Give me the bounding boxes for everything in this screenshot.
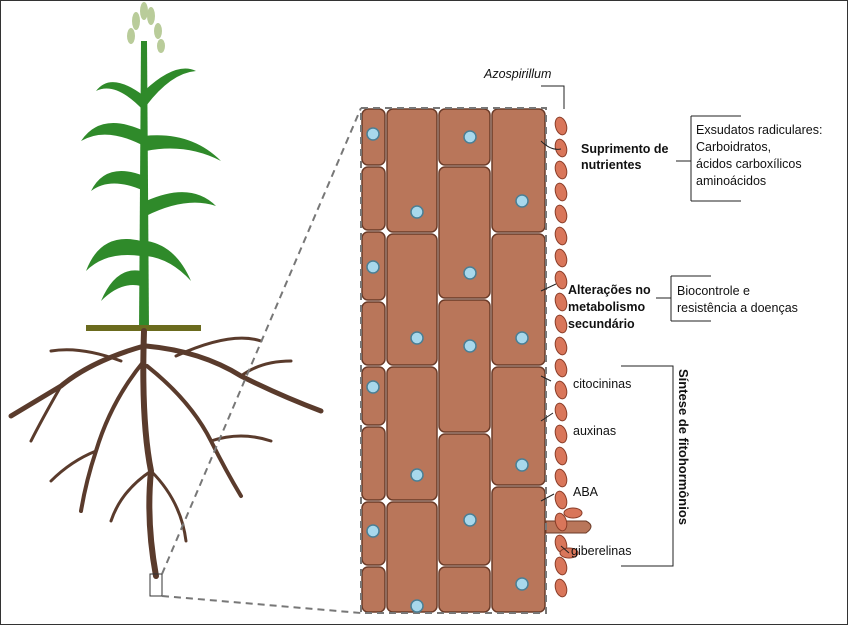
bacterium: [554, 490, 568, 510]
root-cell: [491, 366, 546, 486]
bacterium: [554, 226, 568, 246]
bacterium: [554, 292, 568, 312]
bacterium: [554, 556, 568, 576]
nucleus: [515, 194, 529, 208]
nucleus: [515, 331, 529, 345]
nucleus: [410, 331, 424, 345]
bacterium: [554, 512, 568, 532]
bacterium: [554, 578, 568, 598]
bacteria-title: Azospirillum: [484, 67, 552, 81]
soil-line: [86, 325, 201, 331]
bacterium: [554, 402, 568, 422]
hormone-giberelinas: giberelinas: [571, 544, 632, 558]
bacterium: [554, 182, 568, 202]
bacterium: [554, 138, 568, 158]
label-nutrients-2: nutrientes: [581, 158, 642, 172]
root-cell: [438, 566, 491, 613]
exudates-2: Carboidratos,: [696, 140, 772, 154]
nucleus: [463, 339, 477, 353]
exudates-1: Exsudatos radiculares:: [696, 123, 823, 137]
hormone-auxinas: auxinas: [573, 424, 617, 438]
label-metab-1: Alterações no: [568, 283, 651, 297]
zoom-box: [149, 573, 163, 597]
plant-shoot: [81, 2, 221, 331]
root-cell: [361, 301, 386, 366]
roots: [8, 328, 324, 579]
bacterium: [554, 380, 568, 400]
root-cell: [386, 501, 438, 613]
azospirillum-cells: [554, 116, 583, 598]
label-nutrients-1: Suprimento de: [581, 142, 669, 156]
nucleus: [366, 524, 380, 538]
nucleus: [515, 577, 529, 591]
root-cell: [491, 486, 546, 613]
nucleus: [463, 130, 477, 144]
root-cells: [361, 108, 546, 613]
bacterium: [554, 468, 568, 488]
nucleus: [463, 266, 477, 280]
nuclei: [366, 127, 529, 613]
nucleus: [410, 599, 424, 613]
bacterium: [554, 314, 568, 334]
root-cell: [491, 108, 546, 233]
label-synthesis: Síntese de fitohormônios: [676, 369, 691, 526]
root-cell: [438, 299, 491, 433]
root-cell: [361, 426, 386, 501]
bacterium: [554, 424, 568, 444]
root-cell: [361, 366, 386, 426]
nucleus: [515, 458, 529, 472]
bacterium: [554, 336, 568, 356]
tissue-outline: [360, 107, 547, 614]
zoom-lines: [161, 107, 362, 614]
biocontrol-2: resistência a doenças: [677, 301, 798, 315]
nucleus: [410, 468, 424, 482]
root-cell: [438, 166, 491, 299]
nucleus: [410, 205, 424, 219]
bacterium: [554, 204, 568, 224]
bacterium: [554, 160, 568, 180]
biocontrol-1: Biocontrole e: [677, 284, 750, 298]
bacterium: [554, 116, 568, 136]
exudates-3: ácidos carboxílicos: [696, 157, 802, 171]
nucleus: [366, 380, 380, 394]
root-cell: [491, 233, 546, 366]
hormone-aba: ABA: [573, 485, 599, 499]
nucleus: [366, 260, 380, 274]
nucleus: [366, 127, 380, 141]
root-cell: [386, 366, 438, 501]
bacterium: [554, 270, 568, 290]
label-metab-3: secundário: [568, 317, 635, 331]
panicle: [127, 2, 165, 53]
bacterium: [554, 358, 568, 378]
root-cell: [361, 166, 386, 231]
nucleus: [463, 513, 477, 527]
bacterium: [563, 507, 583, 519]
root-cell: [438, 433, 491, 566]
root-hair: [545, 520, 592, 534]
bacterium: [554, 446, 568, 466]
label-metab-2: metabolismo: [568, 300, 646, 314]
brackets: [540, 85, 741, 567]
exudates-4: aminoácidos: [696, 174, 767, 188]
bacterium: [554, 248, 568, 268]
root-cell: [386, 233, 438, 366]
root-cell: [361, 566, 386, 613]
hormone-citocininas: citocininas: [573, 377, 632, 391]
